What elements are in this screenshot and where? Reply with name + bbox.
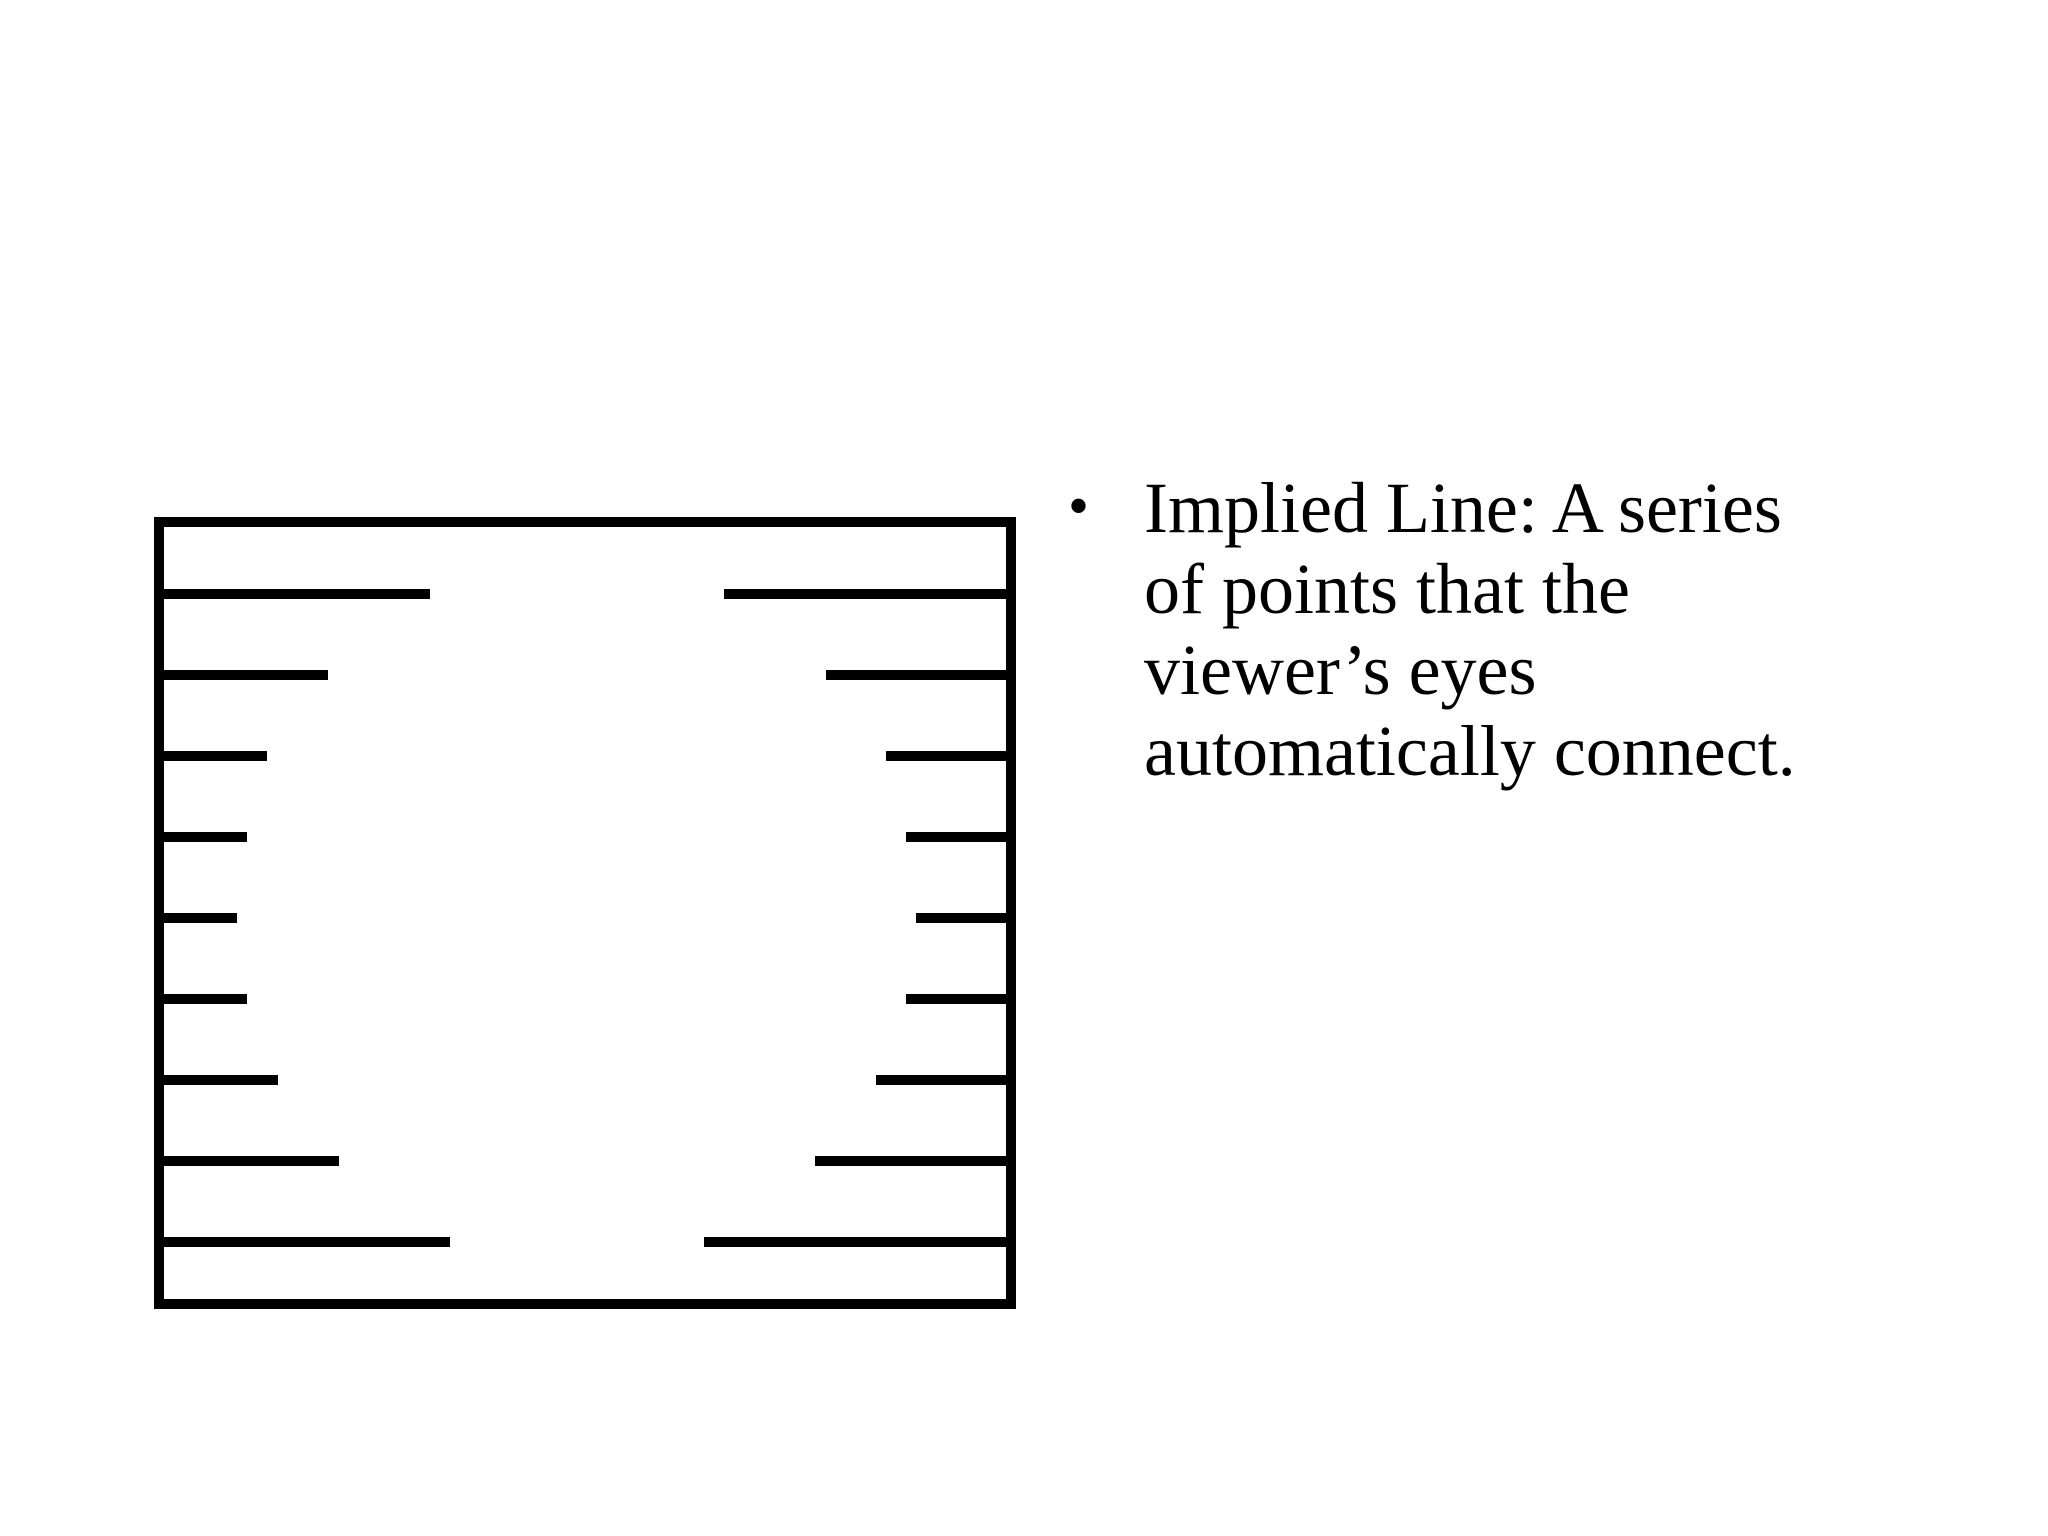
bullet-list: • Implied Line: A series of points that … bbox=[1068, 468, 1968, 792]
bullet-item: • Implied Line: A series of points that … bbox=[1068, 468, 1968, 792]
frame-box bbox=[154, 517, 1016, 1309]
bullet-text: Implied Line: A series of points that th… bbox=[1144, 468, 1796, 791]
bullet-marker: • bbox=[1068, 473, 1090, 539]
